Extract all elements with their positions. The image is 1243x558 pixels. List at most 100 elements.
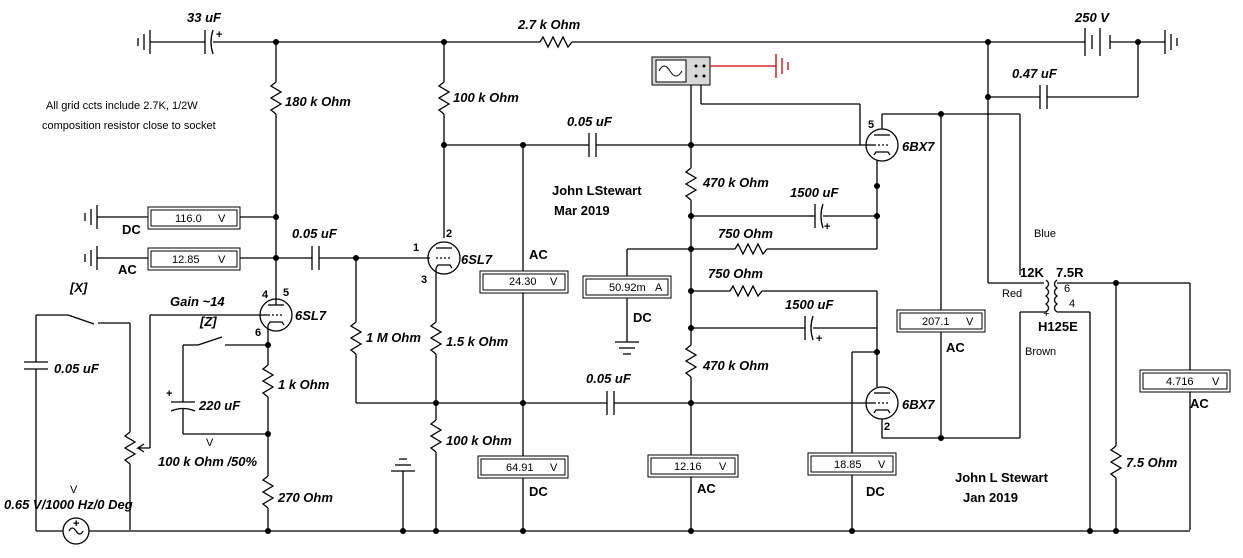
meter-value: 50.92m [609,282,646,294]
pin-label: 5 [868,119,874,131]
pin-label: 4 [262,289,269,301]
author-name: John LStewart [552,183,642,198]
capacitor-0-47uf: 0.47 uF [987,42,1139,109]
switch-x-label: [X] [69,280,88,295]
voltmeter-ac-24-30: 24.30 V AC [479,145,569,456]
potentiometer-100k[interactable]: 100 k Ohm /50% [123,315,257,530]
transformer-primary: 12K [1020,265,1044,280]
switch-z[interactable]: [Z] [182,314,268,385]
meter-unit: A [655,282,663,294]
meter-mode: AC [1190,396,1209,411]
capacitor-0-05uf-top: 0.05 uF [444,114,860,157]
tube-6sl7-v1: 4 5 6 6SL7 [150,287,327,340]
wire-color-red: Red [1002,288,1022,300]
resistor-7-5-load: 7.5 Ohm [1109,283,1178,530]
transformer-secondary: 7.5R [1056,265,1084,280]
source-marker: V [70,484,78,496]
author-name: John L Stewart [955,470,1049,485]
transformer-h125e: 12K 7.5R 6 4 + H125E Blue Red Brown [987,97,1190,530]
voltmeter-ac-12-85: 12.85 V AC [84,246,312,277]
resistor-470k-label: 470 k Ohm [702,175,769,190]
resistor-100k-plate: 100 k Ohm [437,42,519,238]
note-line-1: All grid ccts include 2.7K, 1/2W [46,100,198,112]
meter-mode: AC [697,481,716,496]
switch-z-label: [Z] [199,314,217,329]
meter-value: 116.0 [175,213,202,225]
tube-name: 6SL7 [461,252,493,267]
meter-unit: V [218,254,226,266]
note-line-2: composition resistor close to socket [42,120,216,132]
note-text: All grid ccts include 2.7K, 1/2W composi… [42,100,216,132]
pin-label: 5 [283,287,289,299]
resistor-7-5-label: 7.5 Ohm [1126,455,1178,470]
resistor-100k-label: 100 k Ohm [453,90,519,105]
transformer-pin4: 4 [1069,298,1075,310]
capacitor-0-05uf-coupling-1: 0.05 uF [292,226,430,270]
capacitor-1500uf-label: 1500 uF [785,297,834,312]
resistor-100k-label: 100 k Ohm [446,433,512,448]
battery-250v: 250 V [1074,10,1111,56]
capacitor-220uf-label: 220 uF [198,398,241,413]
meter-unit: V [719,461,727,473]
capacitor-0-05uf-input: 0.05 uF [24,315,100,516]
meter-unit: V [966,316,974,328]
switch-x[interactable]: [X] [36,280,131,432]
ammeter-dc-50-92: 50.92m A DC [582,248,691,355]
voltmeter-ac-207-1: 207.1 V AC [896,114,986,438]
meter-mode: AC [529,247,548,262]
resistor-1-5k: 1.5 k Ohm 100 k Ohm [429,321,512,530]
capacitor-0-05uf-label: 0.05 uF [54,361,100,376]
ground-icon [1164,30,1178,54]
capacitor-0-47uf-label: 0.47 uF [1012,66,1058,81]
wire-color-blue: Blue [1034,228,1056,240]
capacitor-0-05uf-label: 0.05 uF [292,226,338,241]
capacitor-33uf: + 33 uF [187,10,222,55]
ac-source: + V 0.65 V/1000 Hz/0 Deg [4,484,133,545]
meter-mode: DC [529,484,548,499]
tube-6bx7-v4: 2 6BX7 [865,291,1020,439]
tube-6sl7-v2: 1 2 3 6SL7 [413,228,493,322]
resistor-470k-label: 470 k Ohm [702,358,769,373]
meter-mode: AC [946,340,965,355]
probe-marker: V [206,437,214,449]
svg-text:+: + [166,388,172,400]
capacitor-0-05uf-bottom: 0.05 uF [586,371,868,415]
resistor-1M-label: 1 M Ohm [366,330,421,345]
meter-unit: V [878,459,886,471]
ground-icon [137,30,151,54]
resistor-750-label: 750 Ohm [708,266,763,281]
author-date: Mar 2019 [554,203,610,218]
tube-name: 6SL7 [295,308,327,323]
meter-value: 4.716 [1166,376,1194,388]
resistor-2-7k: 2.7 k Ohm [517,17,581,49]
resistor-2-7k-label: 2.7 k Ohm [517,17,581,32]
meter-value: 24.30 [509,276,537,288]
resistor-1M: 1 M Ohm [349,258,607,404]
meter-mode: DC [866,484,885,499]
resistor-180k-label: 180 k Ohm [285,94,351,109]
meter-value: 64.91 [506,462,534,474]
voltmeter-dc-18-85: 18.85 V DC [807,351,897,530]
resistor-470k-top: 470 k Ohm [684,145,769,325]
pin-label: 3 [421,274,427,286]
voltmeter-ac-4-716: 4.716 V AC [1139,283,1231,530]
meter-unit: V [1212,376,1220,388]
source-label: 0.65 V/1000 Hz/0 Deg [4,497,133,512]
pin-label: 1 [413,242,419,254]
meter-value: 18.85 [834,459,862,471]
battery-250v-label: 250 V [1074,10,1110,25]
author-date: Jan 2019 [963,490,1018,505]
potentiometer-label: 100 k Ohm /50% [158,454,257,469]
tube-name: 6BX7 [902,139,935,154]
resistor-180k: 180 k Ohm [269,42,351,295]
transformer-pin6: 6 [1064,283,1070,295]
resistor-750-bottom: 750 Ohm [691,266,877,298]
meter-unit: V [218,213,226,225]
oscilloscope-icon[interactable] [651,54,861,145]
resistor-470k-bottom: 470 k Ohm [684,325,769,455]
tube-6bx7-v3: 5 6BX7 [860,113,1020,249]
pin-label: 6 [255,327,261,339]
wire-color-brown: Brown [1025,346,1056,358]
resistor-270-label: 270 Ohm [277,490,333,505]
